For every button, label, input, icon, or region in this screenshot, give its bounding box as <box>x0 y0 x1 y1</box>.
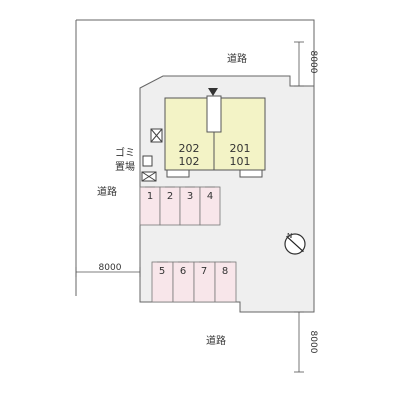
dimension-south <box>294 311 304 373</box>
unit-label-101: 101 <box>230 155 251 168</box>
dimension-label-south: 8000 <box>308 331 318 354</box>
road-label-west: 道路 <box>97 185 117 198</box>
entrance-triangle-icon <box>208 88 218 96</box>
unit-label-201: 201 <box>230 142 251 155</box>
parking-label-7: 7 <box>201 266 207 277</box>
north-arrow-icon: N <box>284 232 306 255</box>
balcony-east <box>239 169 263 178</box>
dimension-label-north: 8000 <box>308 51 318 74</box>
crossed-box-icon <box>150 128 163 143</box>
parking-label-8: 8 <box>222 266 228 277</box>
parking-label-5: 5 <box>159 266 165 277</box>
dimension-north <box>294 41 304 87</box>
dimension-west <box>75 267 141 277</box>
road-label-north: 道路 <box>227 52 247 65</box>
parking-label-4: 4 <box>207 191 213 202</box>
parking-label-1: 1 <box>147 191 153 202</box>
garbage-label-line2: 置場 <box>115 160 135 173</box>
balcony-west <box>166 169 190 178</box>
parking-row-top: 1 2 3 4 <box>139 186 221 226</box>
svg-text:N: N <box>287 232 292 240</box>
garbage-box <box>142 155 153 167</box>
unit-label-202: 202 <box>179 142 200 155</box>
road-label-south: 道路 <box>206 334 226 347</box>
garbage-label-line1: ゴミ <box>115 146 135 159</box>
building: 202 102 201 101 <box>164 88 266 178</box>
stair-core <box>206 95 222 133</box>
dimension-label-west: 8000 <box>99 263 122 273</box>
crossed-box-icon <box>141 171 157 182</box>
parking-label-3: 3 <box>187 191 193 202</box>
unit-label-102: 102 <box>179 155 200 168</box>
parking-row-bottom: 5 6 7 8 <box>151 261 237 303</box>
parking-label-6: 6 <box>180 266 186 277</box>
parking-label-2: 2 <box>167 191 173 202</box>
boundary-lines <box>75 19 315 296</box>
